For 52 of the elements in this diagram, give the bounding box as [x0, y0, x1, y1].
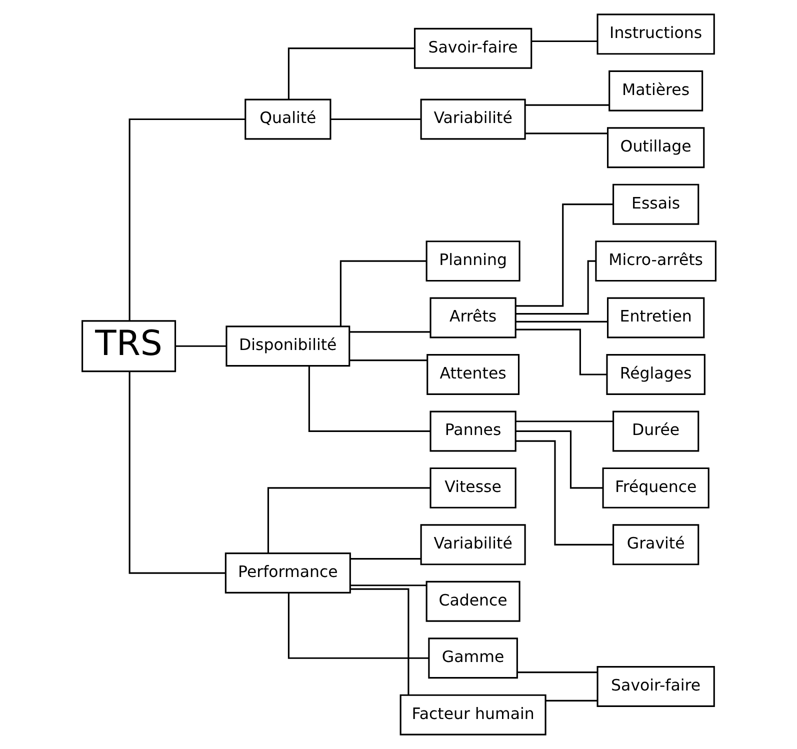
node-box: Vitesse — [429, 467, 516, 508]
connector — [287, 592, 428, 659]
node-box: Disponibilité — [225, 326, 350, 367]
node-box: Arrêts — [429, 297, 516, 338]
connector — [524, 104, 609, 106]
connector — [524, 132, 607, 134]
node-box: Instructions — [596, 14, 714, 55]
node-box: Matières — [608, 70, 703, 112]
node-box: Savoir-faire — [413, 28, 532, 69]
node-box: TRS — [81, 320, 176, 372]
connector — [349, 360, 426, 362]
connector — [515, 320, 607, 322]
node-box: Savoir-faire — [596, 666, 714, 707]
node-box: Attentes — [426, 354, 520, 395]
connector — [339, 260, 426, 326]
node-box: Planning — [425, 240, 520, 282]
connector — [530, 40, 597, 42]
connector — [515, 440, 613, 546]
connector — [350, 588, 409, 695]
node-box: Gravité — [612, 524, 699, 566]
connector — [515, 420, 613, 422]
node-box: Essais — [612, 184, 699, 225]
connector — [330, 118, 420, 120]
connector — [515, 430, 602, 489]
connector — [516, 672, 597, 674]
connector — [350, 558, 420, 560]
connector — [128, 118, 245, 321]
node-box: Cadence — [425, 580, 520, 622]
node-box: Durée — [612, 410, 699, 452]
node-box: Outillage — [606, 127, 704, 168]
node-box: Fréquence — [602, 467, 709, 508]
connector — [515, 260, 596, 315]
node-box: Performance — [224, 552, 350, 594]
node-box: Entretien — [606, 297, 704, 338]
node-box: Micro-arrêts — [594, 240, 716, 282]
connector — [287, 48, 414, 100]
node-box: Qualité — [244, 98, 331, 140]
node-box: Variabilité — [420, 524, 526, 566]
connector — [308, 366, 430, 432]
connector — [175, 345, 226, 347]
connector — [516, 328, 606, 376]
connector — [350, 584, 426, 586]
connector — [545, 700, 597, 702]
connector — [266, 487, 430, 554]
connector — [128, 372, 225, 574]
node-box: Pannes — [429, 410, 516, 452]
connector — [349, 331, 430, 333]
node-box: Facteur humain — [399, 694, 546, 736]
connector — [515, 204, 613, 307]
node-box: Réglages — [606, 354, 705, 395]
node-box: Variabilité — [420, 98, 526, 140]
node-box: Gamme — [428, 638, 518, 679]
